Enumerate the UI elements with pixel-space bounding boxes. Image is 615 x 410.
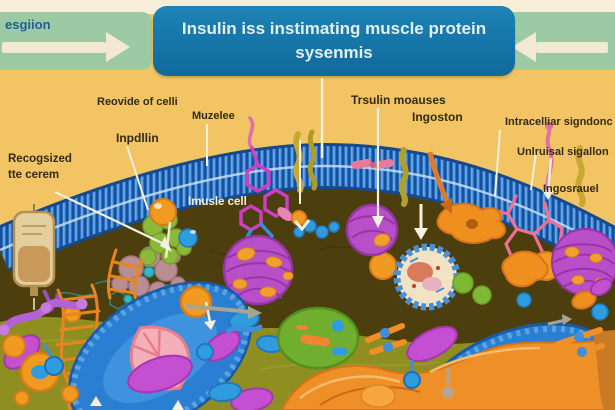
arrow-up-icon bbox=[172, 400, 184, 410]
label-muscles: Muzelee bbox=[192, 110, 235, 122]
arrow-right-icon bbox=[106, 32, 130, 62]
arrow-right-icon bbox=[248, 306, 262, 319]
orange-arrow bbox=[427, 151, 451, 205]
signaling-molecule bbox=[492, 194, 564, 260]
region-label: esgiion bbox=[5, 17, 51, 32]
ribosome-green-blob bbox=[276, 306, 360, 370]
pointer-arrows bbox=[54, 78, 572, 410]
purple-chain-molecule bbox=[0, 298, 88, 336]
arrow-left-icon bbox=[512, 32, 536, 62]
label-insulin: Inpdllin bbox=[116, 131, 159, 145]
vesicle-cross-section bbox=[393, 243, 461, 311]
label-universal-signaling: Unlruisal sigallon bbox=[517, 146, 609, 158]
chevron-down-icon bbox=[293, 219, 311, 232]
label-intracellular-signaling: Intracelliar signdonc bbox=[505, 116, 613, 128]
lollipop-molecules bbox=[42, 324, 454, 398]
arrow-down-icon bbox=[414, 228, 428, 240]
blue-vesicles bbox=[196, 309, 284, 403]
label-recognized-receptor: Recogsized tte cerem bbox=[8, 153, 72, 181]
arrow-down-icon bbox=[204, 320, 216, 330]
label-muscle-cell: Imusle cell bbox=[188, 196, 247, 208]
membrane-bound-vesicle bbox=[149, 198, 177, 259]
arrow-left-icon bbox=[536, 42, 608, 53]
protein-blobs bbox=[436, 202, 597, 310]
arrow-right-icon bbox=[562, 314, 572, 325]
arrow-right-icon bbox=[2, 42, 106, 53]
arrow-down-icon bbox=[372, 216, 384, 228]
nucleus bbox=[222, 234, 294, 306]
purple-organelle bbox=[345, 203, 399, 257]
label-receptor-region: Reovide of celli bbox=[97, 96, 178, 108]
nav-box-left: esgiion bbox=[0, 12, 152, 70]
label-ingestion: Ingoston bbox=[412, 110, 463, 124]
arrow-down-icon bbox=[542, 190, 554, 200]
arrow-down-icon bbox=[440, 198, 452, 214]
title-banner: Insulin iss instimating muscle protein s… bbox=[153, 6, 515, 76]
cell-membrane bbox=[0, 142, 615, 273]
actin-sticks bbox=[365, 323, 605, 361]
label-insulin-molecules: Trsulin moauses bbox=[351, 93, 446, 107]
label-ingosrauel: Ingosrauel bbox=[543, 183, 599, 195]
arrow-down-icon bbox=[160, 236, 172, 252]
arrow-up-icon bbox=[90, 396, 102, 406]
